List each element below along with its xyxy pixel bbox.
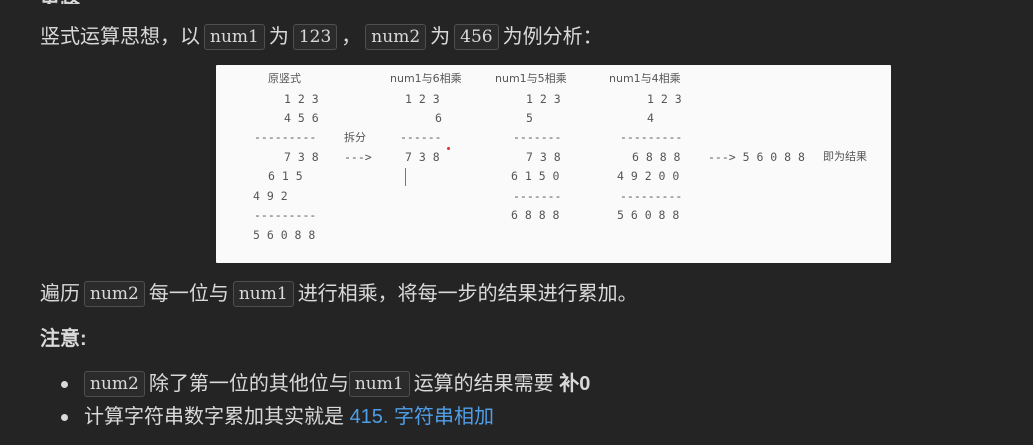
note-heading: 注意: bbox=[40, 328, 87, 350]
split-label: 拆分 bbox=[344, 131, 366, 144]
traverse-text-2: 每一位与 bbox=[148, 283, 229, 305]
col4-row2: 4 bbox=[647, 111, 654, 125]
intro-text-1: 竖式运算思想，以 bbox=[40, 26, 200, 48]
split-arrow: ---> bbox=[344, 150, 372, 164]
col4-row5: 4 9 2 0 0 bbox=[617, 169, 680, 183]
traverse-text-3: 进行相乘，将每一步的结果进行累加。 bbox=[297, 283, 638, 305]
col3-row2: 5 bbox=[526, 111, 533, 125]
col4-row1: 1 2 3 bbox=[647, 92, 682, 106]
col1-row6: 4 9 2 bbox=[253, 189, 288, 203]
header-original: 原竖式 bbox=[268, 72, 301, 85]
col1-row5: 6 1 5 bbox=[268, 169, 303, 183]
col2-row1: 1 2 3 bbox=[405, 92, 440, 106]
col3-row6: ------- bbox=[513, 189, 562, 203]
col4-row7: 5 6 0 8 8 bbox=[617, 208, 680, 222]
inline-code-num1: num1 bbox=[348, 371, 410, 397]
header-mul5: num1与5相乘 bbox=[495, 72, 567, 85]
note2-text: 计算字符串数字累加其实就是 bbox=[84, 406, 344, 428]
vertical-multiplication-figure: 原竖式 num1与6相乘 num1与5相乘 num1与4相乘 1 2 3 4 5… bbox=[216, 65, 891, 263]
col4-row4: 6 8 8 8 bbox=[632, 150, 681, 164]
col2-row3: ------ bbox=[400, 130, 442, 144]
col3-row3: ------- bbox=[513, 130, 562, 144]
col3-row5: 6 1 5 0 bbox=[511, 169, 560, 183]
header-mul4: num1与4相乘 bbox=[609, 72, 681, 85]
link-415-string-add[interactable]: 415. 字符串相加 bbox=[349, 406, 495, 428]
col4-row6: --------- bbox=[620, 189, 683, 203]
note1-text-2: 运算的结果需要 bbox=[413, 373, 554, 395]
result-label: 即为结果 bbox=[823, 150, 867, 163]
bullet-icon bbox=[61, 414, 68, 421]
intro-text-3: ， bbox=[341, 26, 362, 48]
traverse-text-1: 遍历 bbox=[40, 283, 80, 305]
text-cursor bbox=[405, 168, 406, 186]
col1-row1: 1 2 3 bbox=[284, 92, 319, 106]
header-mul6: num1与6相乘 bbox=[390, 72, 462, 85]
inline-code-num2: num2 bbox=[84, 371, 145, 397]
col3-row7: 6 8 8 8 bbox=[511, 208, 560, 222]
list-item: 计算字符串数字累加其实就是 415. 字符串相加 bbox=[40, 401, 590, 434]
col1-row7: --------- bbox=[254, 208, 317, 222]
section-heading-fragment: 思路 bbox=[40, 0, 80, 4]
intro-text-4: 为 bbox=[430, 26, 451, 48]
result-arrow: ---> 5 6 0 8 8 bbox=[708, 150, 805, 164]
col3-row1: 1 2 3 bbox=[526, 92, 561, 106]
col4-row3: --------- bbox=[620, 130, 683, 144]
col3-row4: 7 3 8 bbox=[526, 150, 561, 164]
note1-text: 除了第一位的其他位与 bbox=[148, 373, 349, 395]
inline-code-num1: num1 bbox=[232, 281, 294, 307]
inline-code-num1: num1 bbox=[204, 24, 265, 50]
col2-row2: 6 bbox=[435, 111, 442, 125]
note1-bold: 补0 bbox=[559, 373, 591, 395]
col1-row8: 5 6 0 8 8 bbox=[253, 228, 316, 242]
bullet-icon bbox=[61, 381, 68, 388]
col1-row2: 4 5 6 bbox=[284, 111, 319, 125]
inline-code-num2: num2 bbox=[365, 24, 427, 50]
red-mark bbox=[447, 147, 450, 150]
col1-row3: --------- bbox=[254, 130, 317, 144]
inline-code-num2: num2 bbox=[84, 281, 145, 307]
col1-row4: 7 3 8 bbox=[284, 150, 319, 164]
intro-text-5: 为例分析： bbox=[502, 26, 603, 48]
col2-row4: 7 3 8 bbox=[405, 150, 440, 164]
inline-code-123: 123 bbox=[292, 24, 338, 50]
intro-text-2: 为 bbox=[268, 26, 289, 48]
inline-code-456: 456 bbox=[454, 24, 499, 50]
